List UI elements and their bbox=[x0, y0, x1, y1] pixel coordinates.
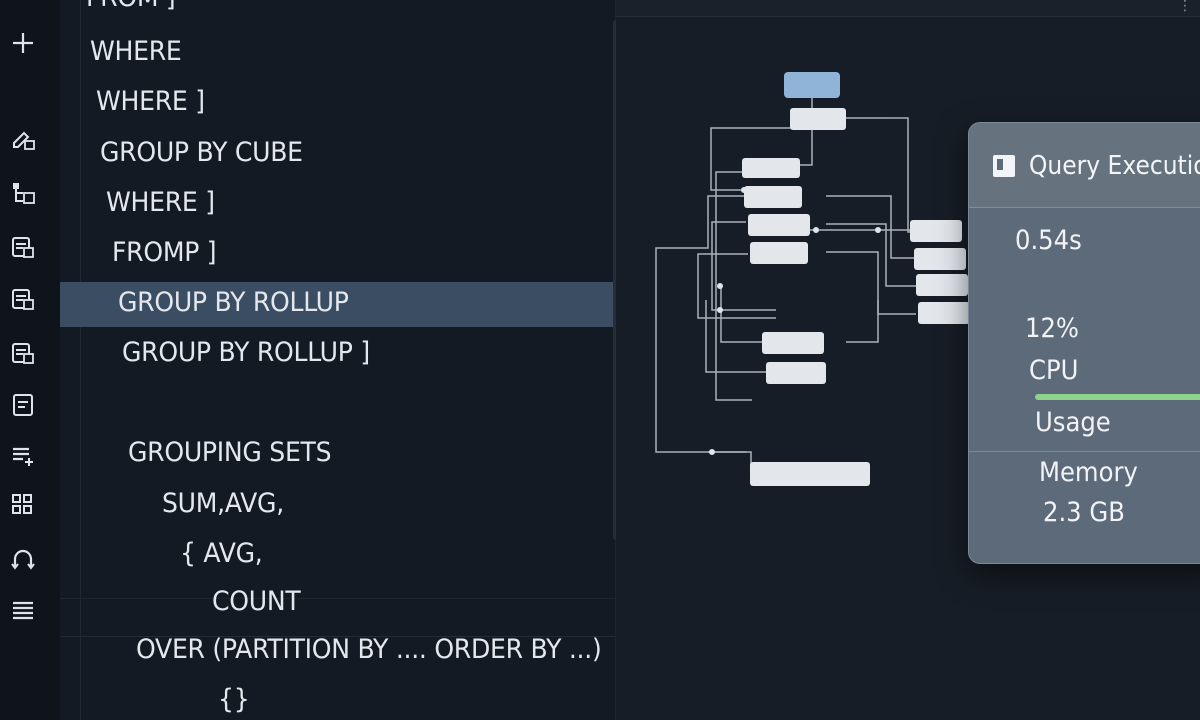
code-line[interactable]: WHERE ] bbox=[106, 187, 215, 218]
card-divider bbox=[969, 451, 1200, 452]
execution-icon bbox=[993, 155, 1015, 177]
code-line[interactable]: GROUP BY ROLLUP bbox=[118, 287, 349, 318]
usage-label: Usage bbox=[1035, 407, 1111, 438]
code-line[interactable]: { AVG, bbox=[180, 538, 263, 569]
flow-table-icon[interactable] bbox=[8, 178, 38, 208]
highlighted-line bbox=[60, 282, 615, 327]
editor-gutter bbox=[80, 0, 81, 720]
cpu-value: 12% bbox=[1025, 313, 1080, 344]
table-edit-icon[interactable] bbox=[8, 338, 38, 368]
code-line[interactable]: {} bbox=[218, 684, 250, 715]
code-line[interactable]: FROM ] bbox=[86, 0, 176, 13]
sql-editor[interactable]: FROM ] WHERE WHERE ] GROUP BY CUBE WHERE… bbox=[60, 0, 619, 720]
code-line[interactable]: GROUP BY ROLLUP ] bbox=[122, 337, 370, 368]
code-line[interactable]: GROUP BY CUBE bbox=[100, 137, 303, 168]
code-line[interactable]: WHERE ] bbox=[96, 86, 205, 117]
code-line[interactable]: COUNT bbox=[212, 586, 301, 617]
edit-table-icon[interactable] bbox=[8, 124, 38, 154]
execution-time: 0.54s bbox=[1015, 225, 1082, 256]
plus-icon[interactable] bbox=[8, 28, 38, 58]
card-title: Query Execution bbox=[1029, 151, 1200, 181]
menu-lines-icon[interactable] bbox=[8, 596, 38, 626]
code-line[interactable]: FROMP ] bbox=[112, 237, 217, 268]
memory-value: 2.3 GB bbox=[1043, 497, 1125, 528]
grid-icon[interactable] bbox=[8, 490, 38, 520]
activity-rail bbox=[0, 0, 60, 720]
query-execution-card: Query Execution 0.54s 12% CPU Usage Memo… bbox=[968, 122, 1200, 564]
card-header: Query Execution bbox=[969, 123, 1200, 208]
table-edit-icon[interactable] bbox=[8, 284, 38, 314]
more-icon[interactable]: ⋮ bbox=[1178, 0, 1192, 14]
list-add-icon[interactable] bbox=[8, 440, 38, 470]
code-line[interactable]: SUM,AVG, bbox=[162, 488, 284, 519]
code-line[interactable]: WHERE bbox=[90, 36, 182, 67]
panel-header: ⋮ bbox=[616, 0, 1200, 17]
memory-label: Memory bbox=[1039, 457, 1138, 488]
table-edit-icon[interactable] bbox=[8, 232, 38, 262]
form-icon[interactable] bbox=[8, 390, 38, 420]
code-line[interactable]: OVER (PARTITION BY .... ORDER BY ...) bbox=[136, 634, 602, 665]
user-sync-icon[interactable] bbox=[8, 544, 38, 574]
editor-divider bbox=[60, 598, 615, 599]
execution-plan-diagram bbox=[655, 72, 970, 486]
editor-divider bbox=[60, 636, 615, 637]
cpu-usage-bar bbox=[1035, 394, 1200, 400]
code-line[interactable]: GROUPING SETS bbox=[128, 437, 332, 468]
cpu-label: CPU bbox=[1029, 355, 1079, 386]
